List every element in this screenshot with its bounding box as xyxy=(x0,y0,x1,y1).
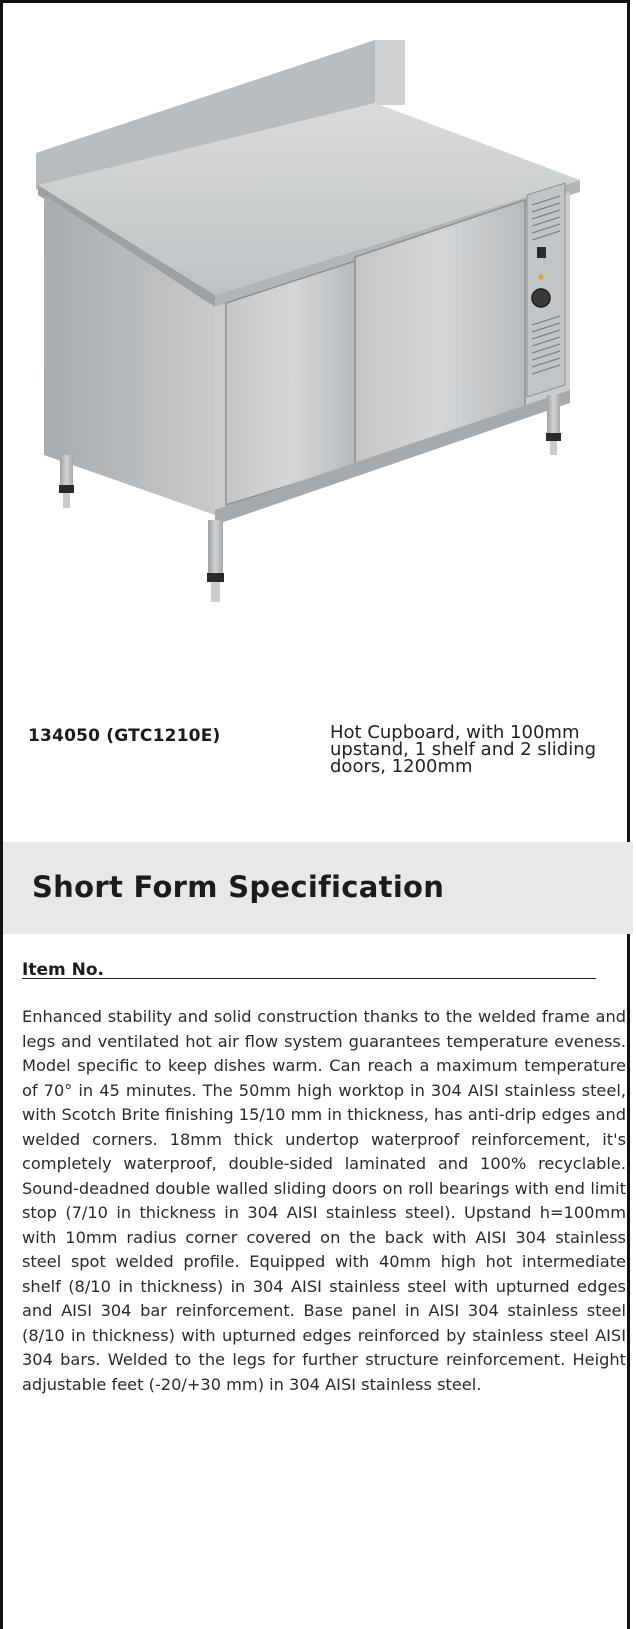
spec-body-text: Enhanced stability and solid constructio… xyxy=(22,1007,626,1394)
spec-title: Short Form Specification xyxy=(32,870,445,904)
spec-header-band xyxy=(3,842,633,934)
hot-cupboard-icon xyxy=(36,40,580,602)
product-description: Hot Cupboard, with 100mm upstand, 1 shel… xyxy=(330,722,597,777)
product-sku: 134050 (GTC1210E) xyxy=(28,726,221,746)
item-no-label: Item No. xyxy=(22,960,104,980)
item-no-underline xyxy=(22,978,596,979)
